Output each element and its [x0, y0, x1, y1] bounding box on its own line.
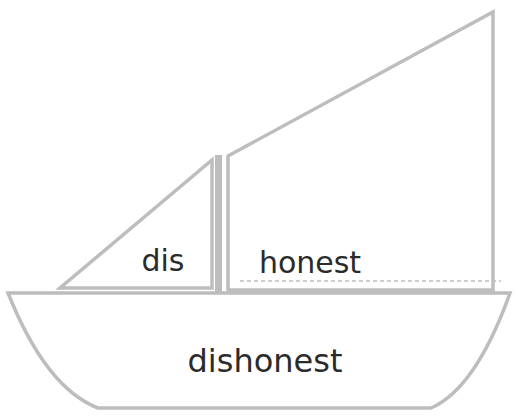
- mast: [215, 155, 222, 295]
- outline: [228, 12, 493, 290]
- small-sail-outline: [58, 158, 214, 290]
- word-text: honest: [259, 246, 361, 279]
- writing-line: [240, 280, 501, 282]
- outline: [60, 160, 212, 288]
- word-text: dis: [141, 244, 184, 277]
- large-sail: honest: [226, 10, 496, 292]
- outline: [8, 293, 510, 408]
- small-sail: dis: [58, 158, 214, 290]
- word-text: dishonest: [188, 344, 343, 379]
- boat-hull: dishonest: [6, 290, 512, 412]
